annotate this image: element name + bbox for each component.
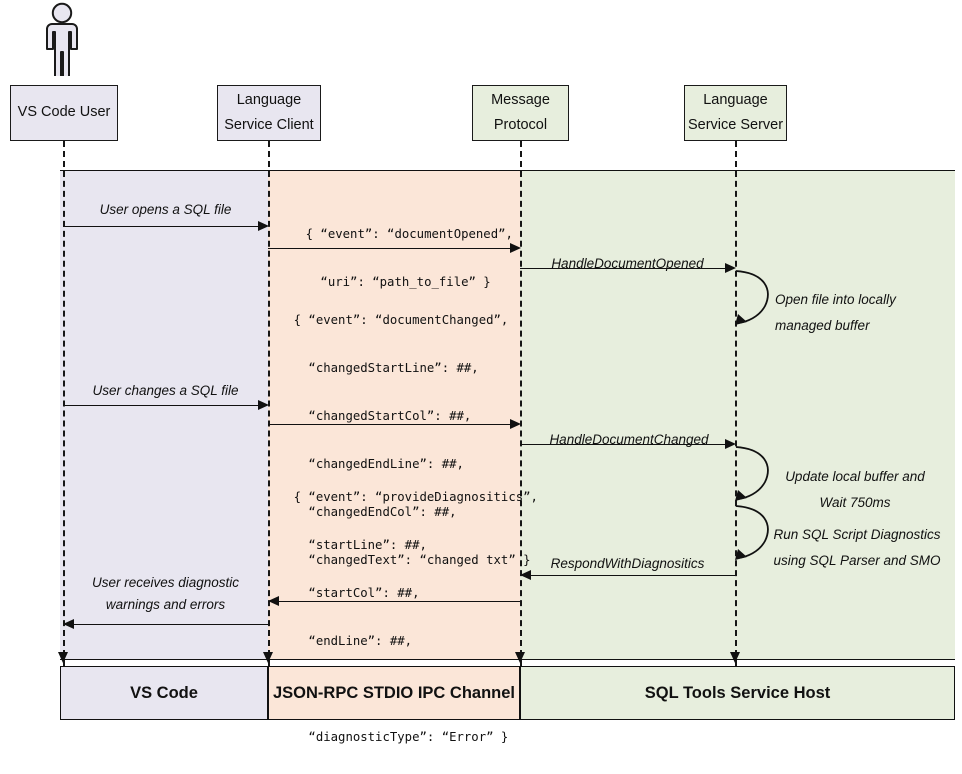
footer-service-host[interactable]: SQL Tools Service Host xyxy=(520,666,955,720)
lifeline-language-service-client xyxy=(268,141,270,666)
note-line1: Open file into locally xyxy=(775,292,896,307)
message-arrow-user-changes-file xyxy=(63,405,261,406)
footer-label: VS Code xyxy=(130,683,198,702)
lane-ipc-channel xyxy=(268,171,520,659)
lane-vs-code xyxy=(60,171,268,659)
document-opened-payload: { “event”: “documentOpened”, “uri”: “pat… xyxy=(276,199,513,319)
payload-line: { “event”: “documentOpened”, xyxy=(305,226,513,241)
vs-code-user-figure xyxy=(34,2,90,78)
arrowhead-left-icon xyxy=(268,595,279,606)
message-arrow-handle-document-changed xyxy=(520,444,728,445)
message-label-line1: User receives diagnostic xyxy=(91,575,240,590)
participant-message-protocol[interactable]: Message Protocol xyxy=(472,85,569,141)
self-call-update-buffer-wait xyxy=(735,444,779,511)
payload-line: “changedEndLine”: ##, xyxy=(293,456,464,471)
participant-label-line2: Service Server xyxy=(687,117,784,133)
arrowhead-left-icon xyxy=(520,569,531,580)
arrowhead-down-icon xyxy=(514,652,525,663)
participant-label: VS Code User xyxy=(17,104,111,121)
payload-line: { “event”: “provideDiagnositics”, xyxy=(293,489,538,504)
message-arrow-to-client-diagnostics xyxy=(279,601,520,602)
payload-line: “uri”: “path_to_file” } xyxy=(305,274,491,289)
footer-label: JSON-RPC STDIO IPC Channel xyxy=(272,683,516,702)
self-call-note-open-file-buffer: Open file into locally managed buffer xyxy=(775,287,896,340)
payload-line: “startLine”: ##, xyxy=(293,537,427,552)
payload-line: “startCol”: ##, xyxy=(293,585,420,600)
payload-line: “changedText”: “changed txt” } xyxy=(293,552,531,567)
arrowhead-right-icon xyxy=(258,399,269,410)
message-arrow-to-message-protocol-2 xyxy=(268,424,513,425)
arrowhead-right-icon xyxy=(258,220,269,231)
sequence-diagram-canvas: VS Code User Language Service Client Mes… xyxy=(10,2,955,744)
arrowhead-right-icon xyxy=(725,262,736,273)
message-label-handle-document-changed: HandleDocumentChanged xyxy=(549,432,709,447)
message-label-respond-with-diagnostics: RespondWithDiagnositics xyxy=(550,556,705,571)
participant-label-line1: Language xyxy=(236,91,302,108)
note-line1: Run SQL Script Diagnostics xyxy=(773,527,941,542)
participant-language-service-client[interactable]: Language Service Client xyxy=(217,85,321,141)
message-arrow-user-opens-file xyxy=(63,226,261,227)
lifeline-language-service-server xyxy=(735,141,737,666)
participant-language-service-server[interactable]: Language Service Server xyxy=(684,85,787,141)
arrowhead-right-icon xyxy=(510,242,521,253)
note-line2: Wait 750ms xyxy=(819,495,891,511)
self-call-open-file-buffer xyxy=(735,268,779,335)
lifeline-message-protocol xyxy=(520,141,522,666)
lane-bottom-rule xyxy=(60,659,955,660)
footer-vs-code[interactable]: VS Code xyxy=(60,666,268,720)
payload-line: “changedStartCol”: ##, xyxy=(293,408,472,423)
footer-ipc-channel[interactable]: JSON-RPC STDIO IPC Channel xyxy=(268,666,520,720)
footer-label: SQL Tools Service Host xyxy=(644,683,831,702)
provide-diagnostics-payload: { “event”: “provideDiagnositics”, “start… xyxy=(264,462,538,774)
arrowhead-down-icon xyxy=(729,652,740,663)
self-call-note-run-diagnostics: Run SQL Script Diagnostics using SQL Par… xyxy=(771,522,943,575)
message-arrow-handle-document-opened xyxy=(520,268,728,269)
self-call-run-diagnostics xyxy=(735,503,779,570)
message-label-user-receives-diagnostics: User receives diagnostic warnings and er… xyxy=(63,572,268,616)
message-label-user-opens-file: User opens a SQL file xyxy=(99,202,232,217)
arrowhead-right-icon xyxy=(725,438,736,449)
note-line2: managed buffer xyxy=(775,318,870,334)
participant-label-line2: Protocol xyxy=(493,117,548,133)
participant-vs-code-user[interactable]: VS Code User xyxy=(10,85,118,141)
note-line2: using SQL Parser and SMO xyxy=(773,553,941,569)
payload-line: { “event”: “documentChanged”, xyxy=(293,312,509,327)
message-label-line2: warnings and errors xyxy=(105,596,226,612)
message-arrow-user-receives-diagnostics xyxy=(74,624,268,625)
payload-line: “changedStartLine”: ##, xyxy=(293,360,479,375)
arrowhead-down-icon xyxy=(262,652,273,663)
participant-label-line1: Language xyxy=(703,91,768,108)
arrowhead-down-icon xyxy=(57,652,68,663)
message-label-user-changes-file: User changes a SQL file xyxy=(92,383,239,398)
payload-line: “changedEndCol”: ##, xyxy=(293,504,457,519)
participant-label-line2: Service Client xyxy=(224,117,314,133)
lane-service-host xyxy=(520,171,955,659)
lane-top-rule xyxy=(60,170,955,171)
note-line1: Update local buffer and xyxy=(785,469,925,484)
message-label-handle-document-opened: HandleDocumentOpened xyxy=(551,256,704,271)
message-arrow-respond-with-diagnostics xyxy=(531,575,735,576)
participant-label-line1: Message xyxy=(491,91,550,108)
arrowhead-right-icon xyxy=(510,418,521,429)
self-call-note-update-buffer-wait: Update local buffer and Wait 750ms xyxy=(775,464,935,517)
payload-line: “endLine”: ##, xyxy=(293,633,413,648)
arrowhead-left-icon xyxy=(63,618,74,629)
lifeline-vs-code-user xyxy=(63,141,65,666)
message-arrow-to-message-protocol-1 xyxy=(268,248,513,249)
document-changed-payload: { “event”: “documentChanged”, “changedSt… xyxy=(264,285,531,597)
